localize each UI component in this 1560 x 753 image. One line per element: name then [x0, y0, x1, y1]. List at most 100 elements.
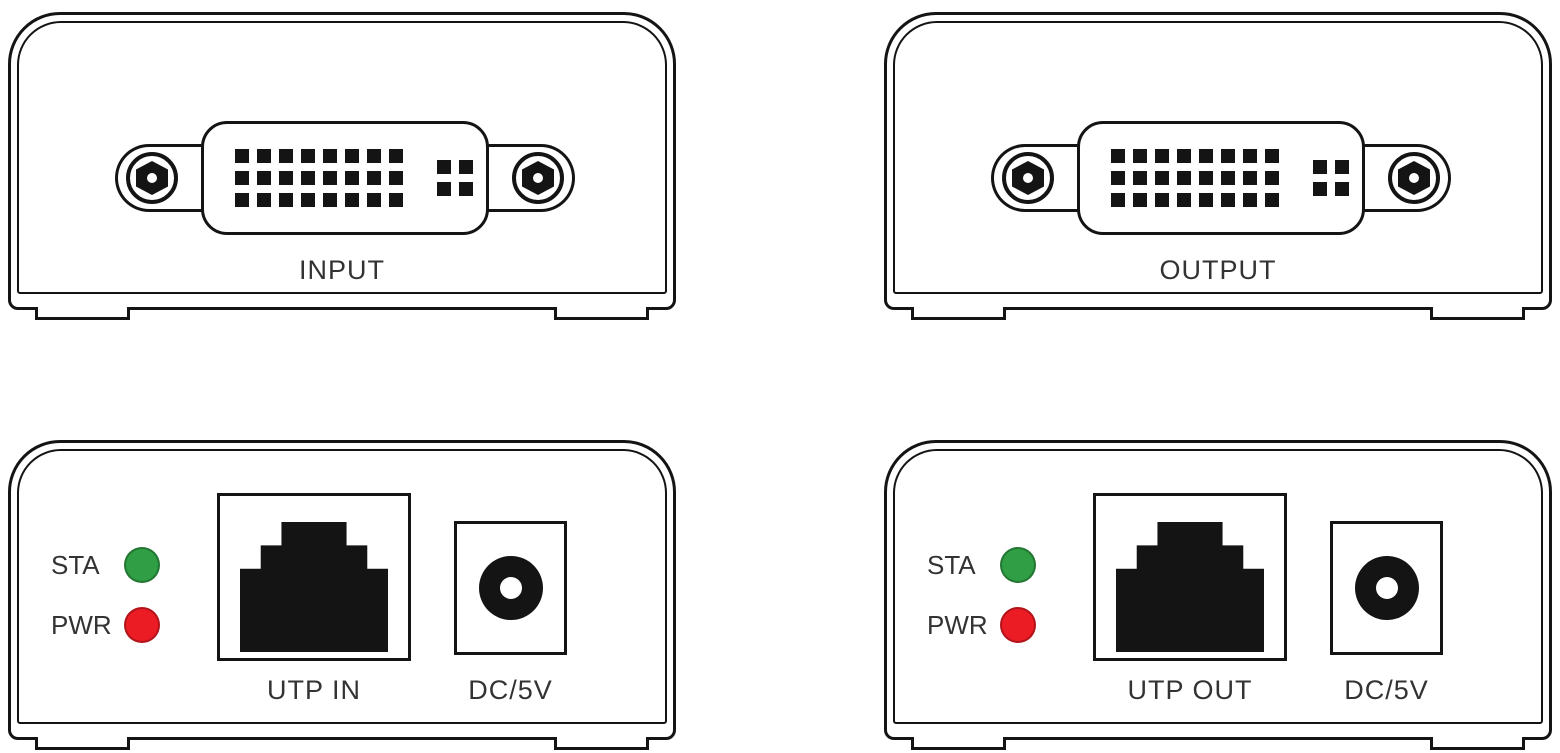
dc-pin-hole: [1355, 556, 1419, 620]
dvi-pin: [367, 193, 381, 207]
hex-screw-icon: [1002, 152, 1054, 204]
dvi-pin-grid: [235, 149, 403, 207]
dvi-pin: [235, 171, 249, 185]
sta-led-indicator: [1000, 547, 1036, 583]
dvi-pin: [367, 149, 381, 163]
dvi-pin: [301, 193, 315, 207]
dvi-pin: [389, 149, 403, 163]
dc-jack-icon: [454, 521, 567, 655]
dc-port-label: DC/5V: [468, 675, 553, 705]
dvi-pin: [389, 193, 403, 207]
dvi-pin: [301, 171, 315, 185]
dvi-pin: [1177, 193, 1191, 207]
dvi-pin: [1243, 193, 1257, 207]
pwr-led-indicator: [1000, 607, 1036, 643]
dvi-pin: [1265, 149, 1279, 163]
dvi-analog-pin-grid: [437, 160, 473, 196]
dvi-pin: [389, 171, 403, 185]
utp-port-label: UTP IN: [266, 675, 361, 705]
transmitter-front-panel: INPUT: [8, 12, 676, 320]
rj45-silhouette: [240, 522, 388, 652]
dc-pin-hole: [479, 556, 543, 620]
dvi-pin: [345, 149, 359, 163]
dvi-pin: [1155, 149, 1169, 163]
dvi-pin: [1111, 171, 1125, 185]
hex-nut: [1012, 161, 1044, 195]
dvi-connector-icon: [115, 121, 575, 235]
dvi-pin: [1177, 171, 1191, 185]
dvi-pin: [1111, 149, 1125, 163]
dvi-connector-icon: [991, 121, 1451, 235]
dvi-pin: [1177, 149, 1191, 163]
dvi-pin: [323, 193, 337, 207]
dvi-pin: [279, 171, 293, 185]
case-foot: [1430, 307, 1525, 320]
hex-screw-icon: [1388, 152, 1440, 204]
dvi-pin: [1221, 193, 1235, 207]
dvi-pin: [235, 193, 249, 207]
dvi-pin: [279, 193, 293, 207]
dvi-analog-pin-grid: [1313, 160, 1349, 196]
dvi-pin: [1199, 193, 1213, 207]
nut-hole: [533, 173, 543, 183]
case-foot: [554, 737, 649, 750]
dvi-pin: [301, 149, 315, 163]
dc-jack-icon: [1330, 521, 1443, 655]
pwr-label: PWR: [927, 610, 988, 640]
case-foot: [911, 737, 1006, 750]
dvi-pin: [1111, 193, 1125, 207]
sta-label: STA: [51, 550, 100, 580]
receiver-rear-panel: STA PWR UTP OUT DC/5V: [884, 440, 1552, 750]
case-foot: [1430, 737, 1525, 750]
case-foot: [554, 307, 649, 320]
dvi-pin: [1313, 160, 1327, 174]
dvi-pin: [1155, 193, 1169, 207]
nut-hole: [1023, 173, 1033, 183]
dvi-pin: [323, 149, 337, 163]
pwr-led-indicator: [124, 607, 160, 643]
receiver-front-panel: OUTPUT: [884, 12, 1552, 320]
dvi-pin: [345, 171, 359, 185]
port-label: INPUT: [299, 255, 385, 285]
dvi-pin: [1133, 193, 1147, 207]
dvi-pin-grid: [1111, 149, 1279, 207]
dvi-pin: [257, 193, 271, 207]
hex-screw-icon: [126, 152, 178, 204]
dvi-pin: [1265, 171, 1279, 185]
dvi-pin: [235, 149, 249, 163]
dvi-pin: [459, 182, 473, 196]
dvi-pin: [1133, 149, 1147, 163]
nut-hole: [147, 173, 157, 183]
dvi-pin: [1199, 149, 1213, 163]
dvi-pin: [345, 193, 359, 207]
case-foot: [911, 307, 1006, 320]
hex-nut: [136, 161, 168, 195]
dvi-pin: [437, 182, 451, 196]
pwr-label: PWR: [51, 610, 112, 640]
dvi-pin: [1199, 171, 1213, 185]
dvi-pin: [257, 149, 271, 163]
hex-screw-icon: [512, 152, 564, 204]
hex-nut: [1398, 161, 1430, 195]
dvi-pin: [1313, 182, 1327, 196]
nut-hole: [1409, 173, 1419, 183]
case-foot: [35, 737, 130, 750]
sta-label: STA: [927, 550, 976, 580]
rj45-silhouette: [1116, 522, 1264, 652]
hex-nut: [522, 161, 554, 195]
dvi-pin: [257, 171, 271, 185]
dvi-pin: [459, 160, 473, 174]
transmitter-rear-panel: STA PWR UTP IN DC/5V: [8, 440, 676, 750]
port-label: OUTPUT: [1159, 255, 1277, 285]
dvi-pin: [323, 171, 337, 185]
dvi-pin: [1335, 160, 1349, 174]
rj45-port-icon: [217, 493, 411, 661]
sta-led-indicator: [124, 547, 160, 583]
case-foot: [35, 307, 130, 320]
dvi-pin: [1221, 171, 1235, 185]
dvi-pin: [437, 160, 451, 174]
dvi-pin: [367, 171, 381, 185]
dvi-pin: [1265, 193, 1279, 207]
dc-port-label: DC/5V: [1344, 675, 1429, 705]
